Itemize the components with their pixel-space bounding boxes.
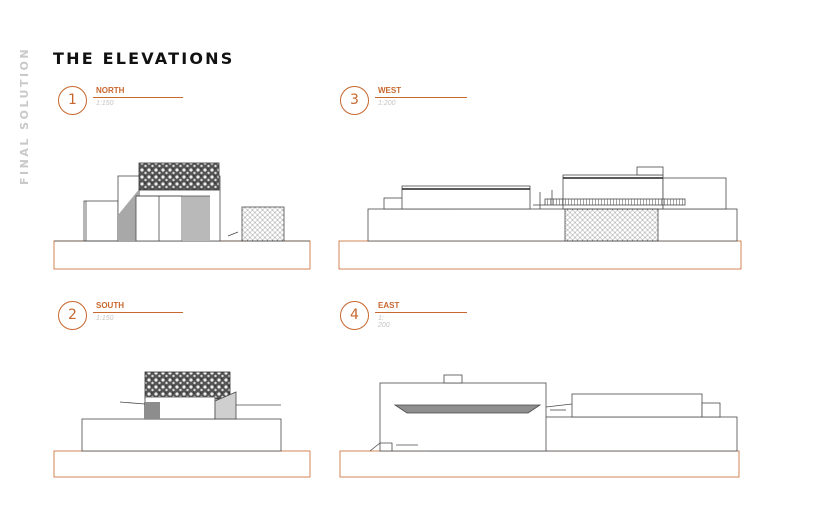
label-underline [375, 97, 467, 98]
north-roof-planting [138, 162, 220, 191]
elevation-name: EAST [378, 301, 400, 310]
north-lattice-screen [241, 206, 285, 242]
elevation-name: SOUTH [96, 301, 124, 310]
elevation-number-badge: 3 [340, 86, 369, 115]
south-elevation-drawing [53, 371, 311, 478]
west-elevation-drawing [338, 166, 742, 270]
west-ground-base [338, 240, 742, 270]
elevation-number-badge: 4 [340, 301, 369, 330]
elevation-number-badge: 1 [58, 86, 87, 115]
elevation-scale: 1: 200 [378, 315, 390, 329]
label-underline [93, 312, 183, 313]
west-lattice-screen [564, 208, 659, 242]
elevation-name: NORTH [96, 86, 125, 95]
north-ground-base [53, 240, 311, 270]
elevation-scale: 1:150 [96, 100, 114, 107]
elevation-number-badge: 2 [58, 301, 87, 330]
east-ground-base [339, 450, 740, 478]
elevation-scale: 1:150 [96, 315, 114, 322]
label-underline [375, 312, 467, 313]
south-ground-base [53, 450, 311, 478]
south-roof-planting [144, 371, 231, 400]
elevation-scale: 1:200 [378, 100, 396, 107]
north-elevation-drawing [53, 162, 311, 270]
elevation-name: WEST [378, 86, 402, 95]
page-title: THE ELEVATIONS [53, 49, 235, 68]
east-elevation-drawing [339, 374, 740, 478]
west-railing [544, 198, 686, 206]
label-underline [93, 97, 183, 98]
